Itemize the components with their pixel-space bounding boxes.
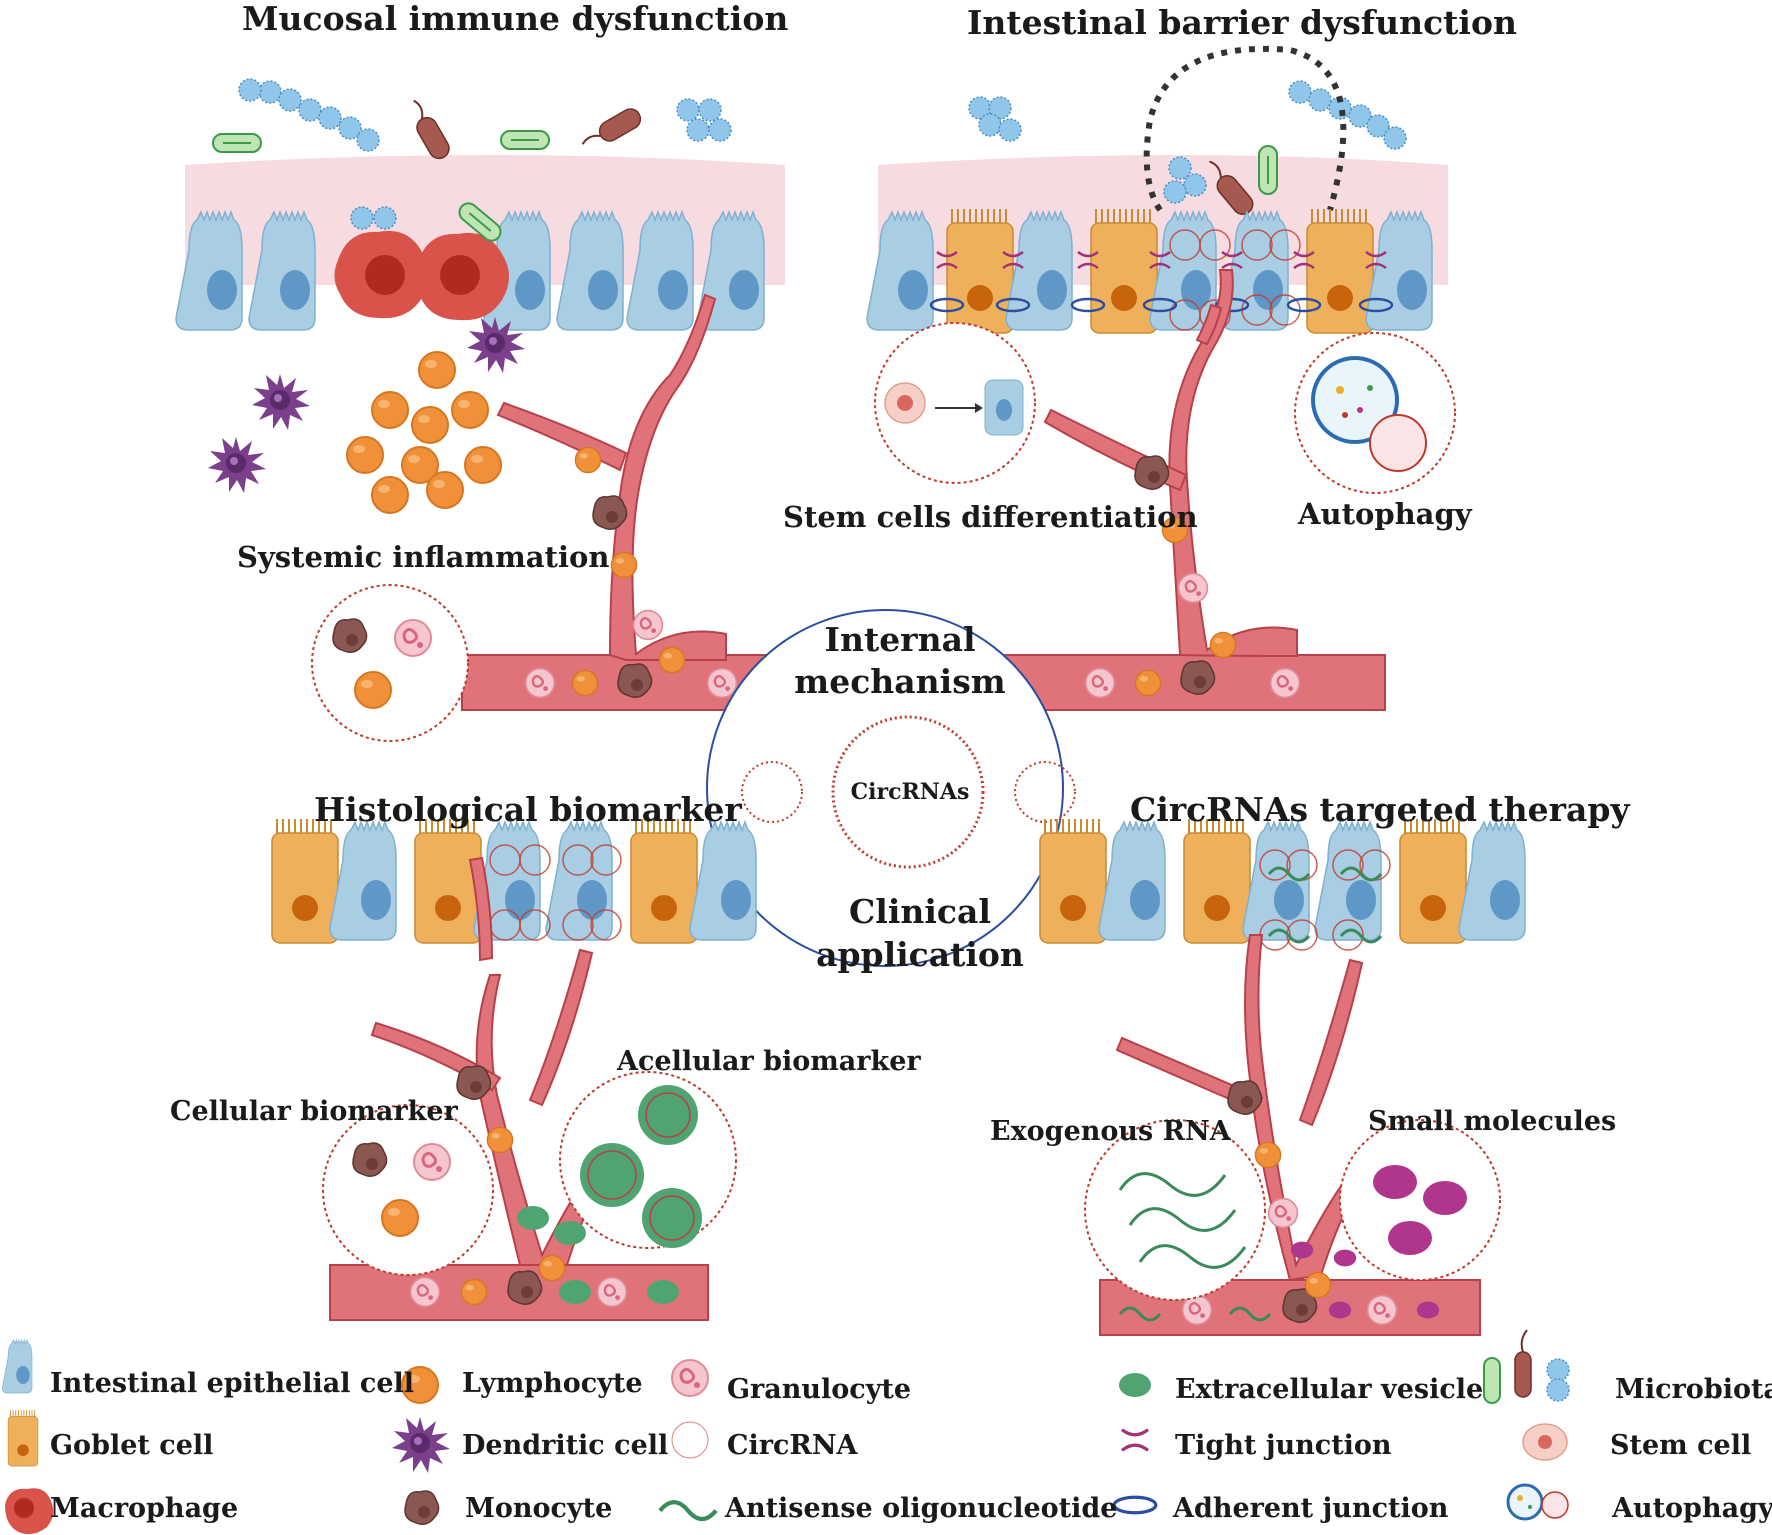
legend-label-epithelial: Intestinal epithelial cell: [50, 1368, 415, 1399]
legend-label-antisense: Antisense oligonucleotide: [725, 1493, 1118, 1524]
label-cellular-biomarker: Cellular biomarker: [170, 1096, 458, 1127]
legend-icons: [1, 1329, 1570, 1535]
legend-label-circrna: CircRNA: [727, 1430, 858, 1461]
legend-label-stem-cell: Stem cell: [1610, 1430, 1752, 1461]
legend-label-lymphocyte: Lymphocyte: [462, 1368, 643, 1399]
legend-label-granulocyte: Granulocyte: [727, 1374, 912, 1405]
label-stem-cells-differentiation: Stem cells differentiation: [783, 500, 1198, 534]
center-hub: [706, 609, 1076, 967]
legend-label-autophagy: Autophagy: [1612, 1493, 1772, 1524]
circle-systemic-inflammation: [311, 584, 469, 742]
circle-exogenous-rna: [1084, 1119, 1266, 1301]
blood-vessel-top-right: [1004, 269, 1386, 711]
label-clinical: Clinical: [849, 892, 991, 931]
circrna-icon: [671, 1421, 709, 1459]
label-internal: Internal: [824, 620, 976, 659]
label-acellular-biomarker: Acellular biomarker: [617, 1046, 921, 1077]
microbiota-icon: [1483, 1329, 1570, 1404]
epithelium-top-right: [866, 208, 1433, 334]
antisense-oligonucleotide-icon: [660, 1502, 716, 1519]
monocyte-icon: [404, 1490, 440, 1525]
microbiota-top-left: [212, 78, 732, 164]
extracellular-vesicle-icon: [1119, 1373, 1151, 1397]
circle-acellular-biomarker: [559, 1071, 737, 1249]
label-circrnas: CircRNAs: [850, 779, 970, 805]
blood-vessel-top-left: [461, 293, 803, 711]
legend-label-vesicle: Extracellular vesicle: [1175, 1374, 1484, 1405]
title-histological-biomarker: Histological biomarker: [314, 790, 742, 829]
legend-label-microbiota: Microbiota: [1615, 1374, 1772, 1405]
tight-junction-icon: [1120, 1427, 1150, 1453]
legend-label-tight-junction: Tight junction: [1175, 1430, 1392, 1461]
panel-intestinal-barrier: [866, 45, 1456, 711]
adherent-junction-icon: [1112, 1495, 1158, 1515]
microbiota-top-right: [968, 45, 1407, 220]
legend-label-macrophage: Macrophage: [50, 1493, 239, 1524]
circle-stem-cells: [874, 322, 1036, 484]
circle-small-molecules: [1339, 1119, 1501, 1281]
goblet-cell-icon: [7, 1409, 39, 1467]
stem-cell-icon: [1522, 1423, 1568, 1461]
circle-cellular-biomarker: [322, 1104, 494, 1276]
panel-circrna-therapy: [1039, 818, 1526, 1336]
label-exogenous-rna: Exogenous RNA: [990, 1116, 1231, 1147]
label-autophagy: Autophagy: [1298, 497, 1472, 531]
title-circrna-therapy: CircRNAs targeted therapy: [1130, 790, 1630, 829]
circrna-ring-center: [831, 715, 985, 869]
label-application: application: [816, 935, 1024, 974]
epithelium-bottom-left: [271, 818, 757, 944]
legend-label-monocyte: Monocyte: [465, 1493, 613, 1524]
label-systemic-inflammation: Systemic inflammation: [237, 540, 610, 574]
legend-label-dendritic: Dendritic cell: [462, 1430, 669, 1461]
macrophage-icon: [5, 1488, 54, 1535]
circrna-ring-left: [741, 761, 803, 823]
macrophages: [334, 198, 509, 321]
legend-label-adherent-junction: Adherent junction: [1173, 1493, 1449, 1524]
circrna-ring-right: [1014, 761, 1076, 823]
epithelium-bottom-right: [1039, 818, 1526, 951]
title-mucosal-immune: Mucosal immune dysfunction: [242, 0, 789, 38]
label-mechanism: mechanism: [794, 662, 1006, 701]
panel-histological-biomarker: [271, 818, 757, 1321]
circle-autophagy: [1294, 332, 1456, 494]
granulocyte-icon: [670, 1358, 710, 1398]
legend-label-goblet: Goblet cell: [50, 1430, 214, 1461]
panel-mucosal-immune: [175, 78, 803, 742]
lymphocyte-cluster: [346, 351, 502, 514]
label-small-molecules: Small molecules: [1368, 1106, 1617, 1137]
autophagy-icon: [1506, 1483, 1569, 1521]
epithelial-cell-icon: [1, 1339, 33, 1394]
dendritic-cell-icon: [392, 1417, 450, 1473]
title-intestinal-barrier: Intestinal barrier dysfunction: [967, 3, 1517, 42]
